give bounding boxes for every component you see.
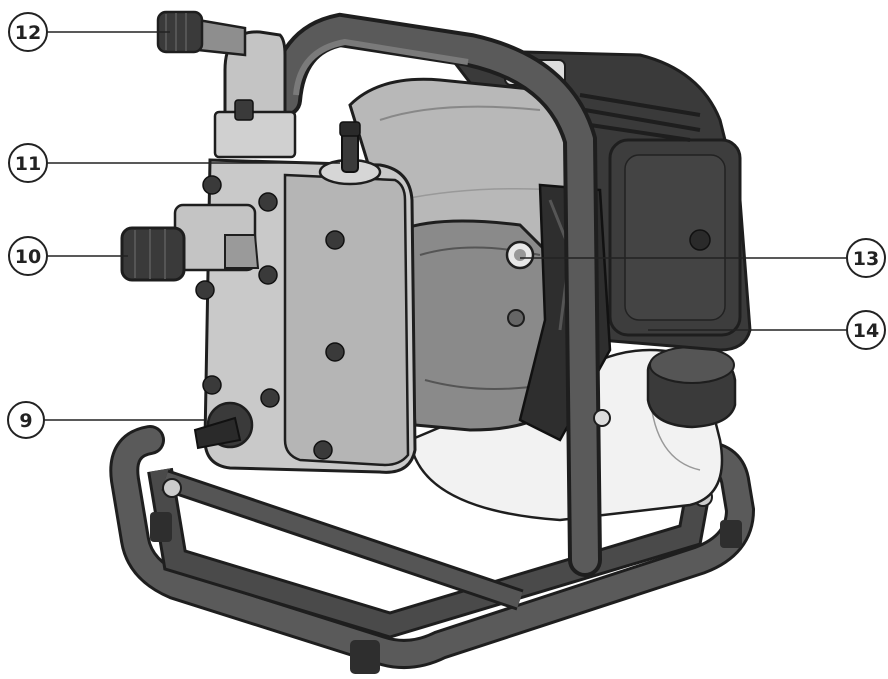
carry-handle [268, 12, 611, 577]
callout-9: 9 [7, 401, 45, 439]
callout-13-label: 13 [853, 248, 879, 270]
leader-lines [44, 31, 848, 421]
callout-12: 12 [8, 12, 48, 52]
callout-9-label: 9 [19, 410, 32, 432]
callout-12-label: 12 [15, 22, 41, 44]
callout-14-label: 14 [853, 320, 879, 342]
priming-cap [318, 121, 382, 186]
callout-11-label: 11 [15, 153, 41, 175]
inlet-fitting [120, 203, 260, 282]
callout-11: 11 [8, 143, 48, 183]
fuel-cap [646, 346, 737, 429]
callout-13: 13 [846, 238, 886, 278]
callout-10-label: 10 [15, 246, 41, 268]
drain-plug [193, 401, 254, 450]
callout-14: 14 [846, 310, 886, 350]
base-frame [109, 425, 756, 674]
pump-head [195, 158, 417, 474]
callout-10: 10 [8, 236, 48, 276]
outlet-elbow [156, 10, 297, 159]
